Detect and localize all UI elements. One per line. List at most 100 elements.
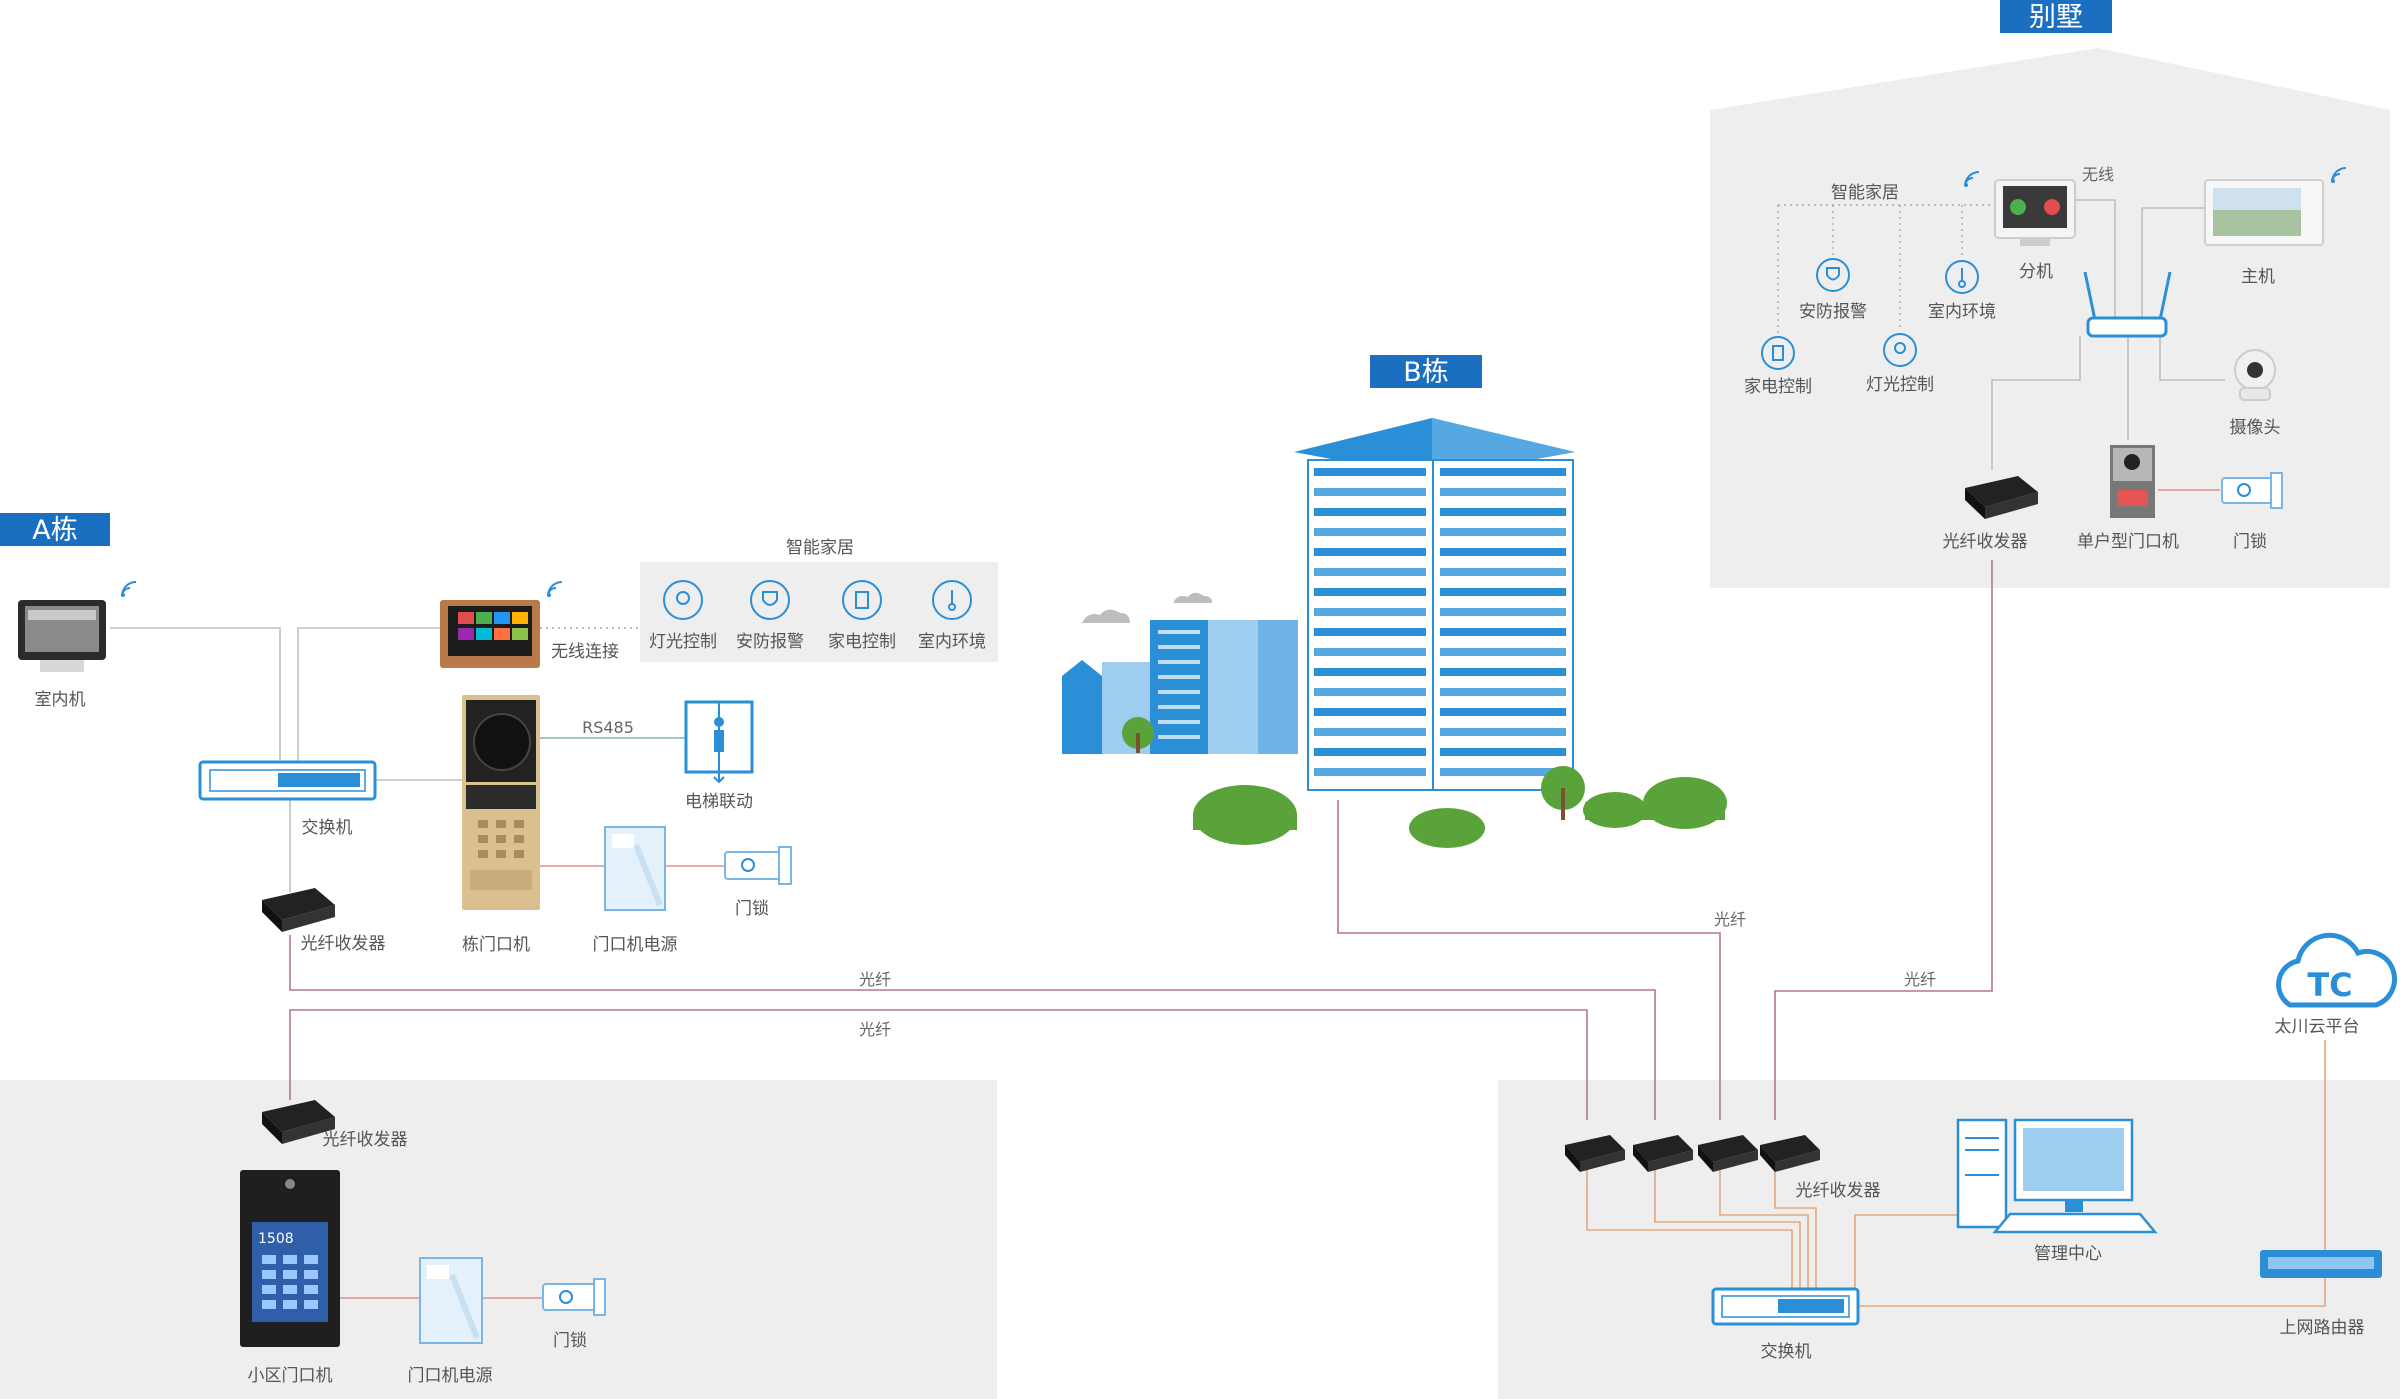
extension-label: 分机 [2019, 262, 2053, 282]
tower-window-row [1314, 768, 1426, 776]
fiber-transceiver [1565, 1135, 1625, 1172]
wifi-icon [2331, 167, 2347, 183]
indoor-unit [18, 600, 106, 672]
header-a-label: A栋 [32, 515, 77, 546]
tower-window-row [1440, 528, 1566, 536]
cloud-logo-text: TC [2307, 966, 2352, 1004]
tower-window-row [1314, 528, 1426, 536]
wifi-icon [1964, 171, 1980, 187]
elevator-label: 电梯联动 [685, 792, 753, 812]
fiber-transceiver-a [262, 888, 335, 932]
tower-window-row [1440, 488, 1566, 496]
smart-home-panel-a: 智能家居 灯光控制 安防报警 家电控制 室内环境 [640, 538, 998, 662]
tower-window-row [1314, 708, 1426, 716]
smart-home-item: 室内环境 [918, 632, 986, 652]
villa-fiber-transceiver-label: 光纤收发器 [1943, 532, 2028, 552]
management-center-label: 管理中心 [2034, 1244, 2102, 1264]
master-unit [2204, 179, 2324, 246]
smart-home-title-a: 智能家居 [786, 538, 854, 558]
router-label: 上网路由器 [2280, 1318, 2365, 1338]
fiber-transceiver-a-label: 光纤收发器 [301, 934, 386, 954]
fiber-transceiver-community [262, 1100, 335, 1144]
villa-wireless-label: 无线 [2082, 165, 2114, 184]
tower-window-row [1314, 588, 1426, 596]
wireless-connection-label: 无线连接 [551, 642, 619, 662]
lock-community [542, 1278, 606, 1316]
villa-lock-label: 门锁 [2233, 532, 2267, 552]
tower-window-row [1314, 468, 1426, 476]
header-b-label: B栋 [1403, 357, 1449, 388]
smart-home-item: 安防报警 [736, 632, 804, 652]
fiber-label: 光纤 [1904, 970, 1936, 989]
tower-window-row [1314, 688, 1426, 696]
tower-window-row [1314, 728, 1426, 736]
wifi-icon [547, 581, 563, 597]
community-door-station-label: 小区门口机 [248, 1366, 333, 1386]
center-fiber-transceivers [1565, 1135, 1820, 1172]
villa-router [2083, 271, 2172, 338]
villa-light-label: 灯光控制 [1866, 375, 1934, 395]
management-computer [1956, 1118, 2158, 1234]
cloud-platform-icon: TC [2276, 932, 2398, 1008]
center-fiber-transceiver-label: 光纤收发器 [1796, 1181, 1881, 1201]
tower-window-row [1440, 508, 1566, 516]
tower-window-row [1440, 468, 1566, 476]
lock-villa [2221, 472, 2283, 509]
tower-window-row [1314, 748, 1426, 756]
elevator-icon [684, 700, 754, 784]
door-screen-number: 1508 [258, 1231, 294, 1247]
b-building-illustration [1062, 418, 1727, 848]
header-villa: 别墅 [2000, 0, 2112, 33]
fiber-transceiver [1633, 1135, 1693, 1172]
tower-window-row [1440, 768, 1566, 776]
tower-window-row [1440, 648, 1566, 656]
single-door-station [2110, 445, 2155, 518]
header-a-building: A栋 [0, 513, 110, 546]
appliance-control-icon [1761, 336, 1795, 370]
fiber-transceiver [1698, 1135, 1758, 1172]
color-monitor [440, 600, 540, 668]
connection-lines [110, 199, 2326, 1307]
villa-smart-home-title: 智能家居 [1831, 183, 1899, 203]
tower-window-row [1314, 628, 1426, 636]
fiber-label: 光纤 [859, 970, 891, 989]
rs485-label: RS485 [582, 718, 634, 737]
tower-window-row [1314, 548, 1426, 556]
lock-a-label: 门锁 [735, 899, 769, 919]
fiber-label: 光纤 [859, 1020, 891, 1039]
indoor-unit-label: 室内机 [35, 690, 86, 710]
fiber-label: 光纤 [1714, 910, 1746, 929]
indoor-environment-icon [932, 580, 972, 620]
internet-router [2260, 1250, 2382, 1278]
tower-window-row [1314, 668, 1426, 676]
center-switch-label: 交换机 [1761, 1342, 1812, 1362]
header-villa-label: 别墅 [2029, 2, 2083, 33]
tower-window-row [1314, 648, 1426, 656]
tower-window-row [1314, 508, 1426, 516]
door-power-community [419, 1257, 483, 1344]
building-door-station [462, 695, 540, 910]
security-alarm-icon [750, 580, 790, 620]
building-door-station-label: 栋门口机 [462, 935, 530, 955]
villa-appliance-label: 家电控制 [1744, 377, 1812, 397]
wifi-icon [121, 581, 137, 597]
security-alarm-icon [1816, 258, 1850, 292]
tower-window-row [1440, 728, 1566, 736]
tower-window-rows [1314, 468, 1566, 776]
light-control-icon [663, 580, 703, 620]
door-power-a-label: 门口机电源 [593, 935, 678, 955]
villa-security-alarm-label: 安防报警 [1799, 302, 1867, 322]
tower-window-row [1440, 568, 1566, 576]
control-center-panel [1498, 1080, 2400, 1399]
tower-window-row [1314, 608, 1426, 616]
community-lock-label: 门锁 [553, 1331, 587, 1351]
villa-indoor-env-label: 室内环境 [1928, 302, 1996, 322]
tower-window-row [1440, 608, 1566, 616]
tower-window-row [1440, 588, 1566, 596]
camera-label: 摄像头 [2230, 418, 2281, 438]
tower-window-row [1440, 688, 1566, 696]
smart-home-item: 家电控制 [828, 632, 896, 652]
extension-unit [1994, 179, 2076, 246]
tower-window-row [1440, 628, 1566, 636]
light-control-icon [1883, 333, 1917, 367]
